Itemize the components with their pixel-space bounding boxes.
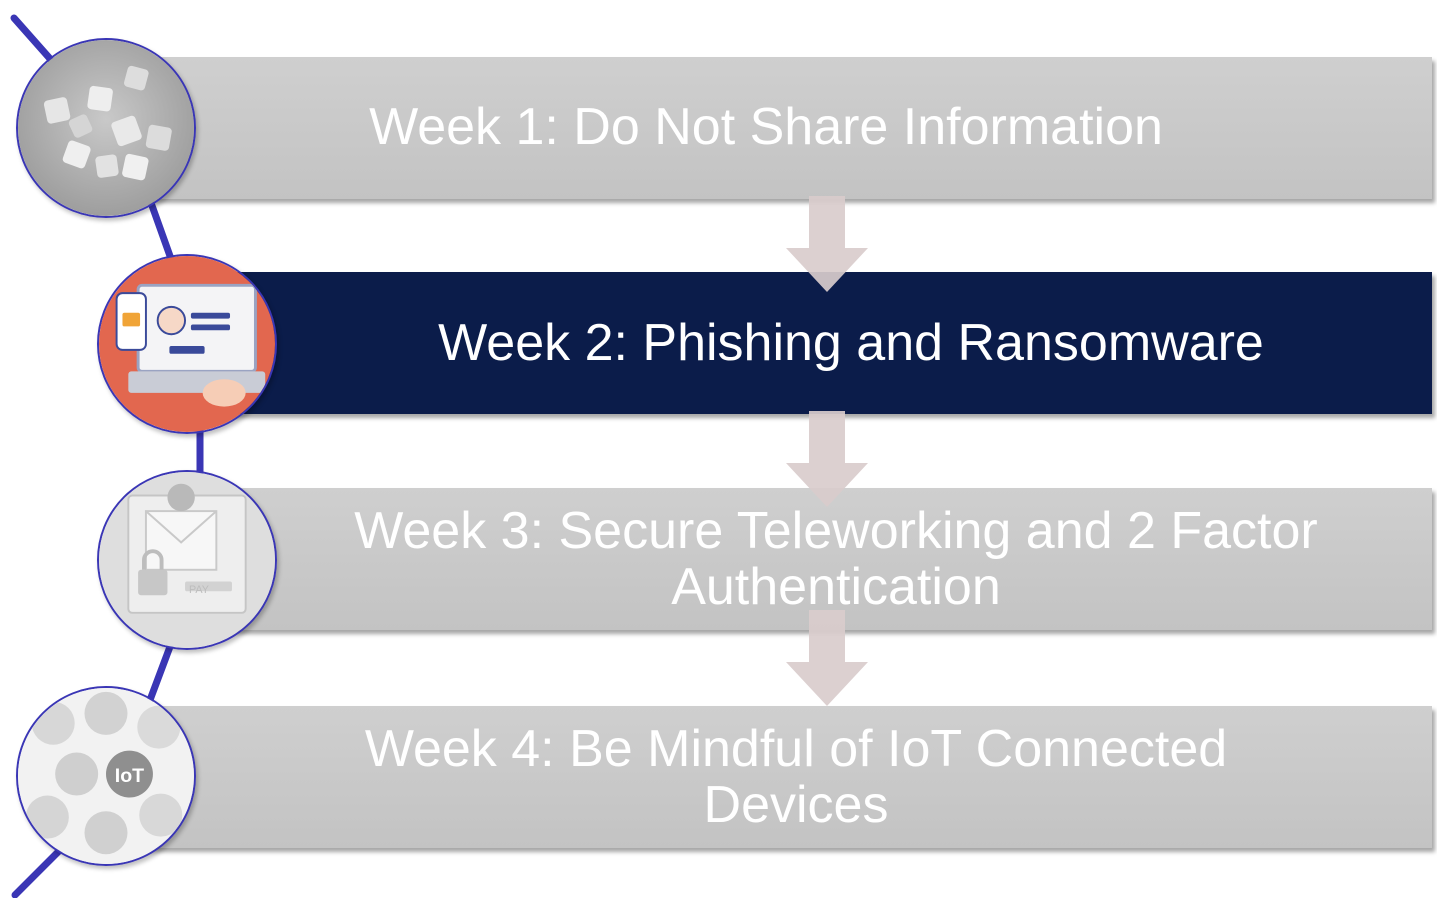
down-arrow-icon [786, 196, 868, 292]
step-bar-week-3: Week 3: Secure Teleworking and 2 Factor … [200, 488, 1432, 630]
phishing-login-icon [97, 254, 277, 434]
step-label: Week 3: Secure Teleworking and 2 Factor … [354, 501, 1318, 616]
step-bar-week-2: Week 2: Phishing and Ransomware [190, 272, 1432, 414]
step-label: Week 4: Be Mindful of IoT Connected Devi… [364, 719, 1228, 834]
down-arrow-icon [786, 610, 868, 706]
ransomware-lock-icon: PAY [97, 470, 277, 650]
pay-label: PAY [189, 584, 209, 596]
iot-label: IoT [115, 765, 144, 787]
step-bar-week-4: Week 4: Be Mindful of IoT Connected Devi… [100, 706, 1432, 848]
social-media-icon [16, 38, 196, 218]
step-label: Week 1: Do Not Share Information [369, 97, 1163, 156]
iot-devices-icon: IoT [16, 686, 196, 866]
step-label: Week 2: Phishing and Ransomware [438, 313, 1264, 372]
step-bar-week-1: Week 1: Do Not Share Information [100, 57, 1432, 199]
down-arrow-icon [786, 411, 868, 507]
